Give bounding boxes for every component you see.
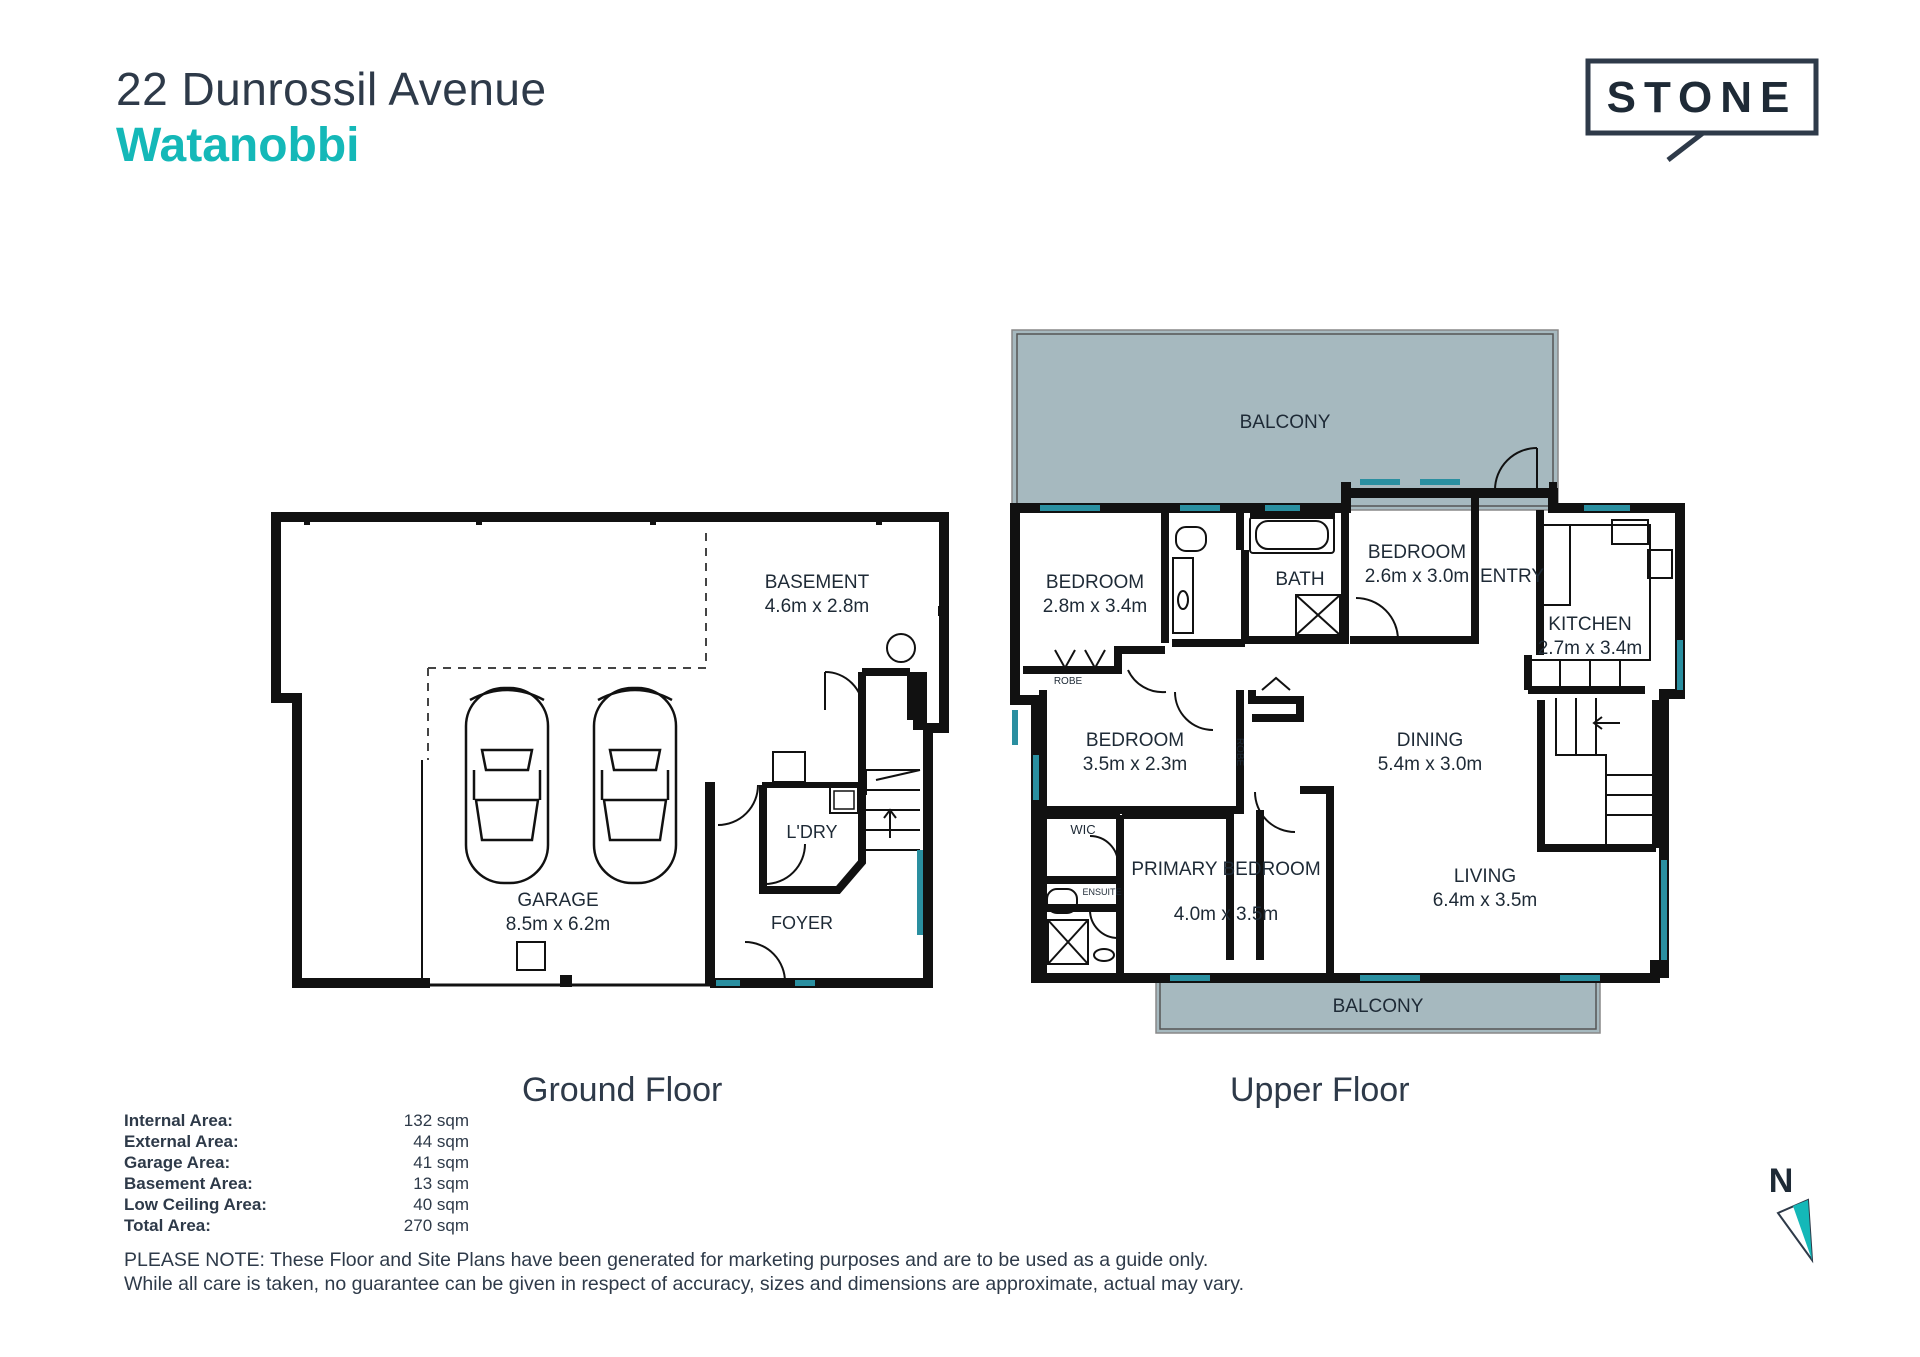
room-label-laundry: L'DRY <box>786 822 837 842</box>
room-size-bedroom-1: 2.8m x 3.4m <box>1043 596 1148 617</box>
room-size-dining: 5.4m x 3.0m <box>1378 754 1483 775</box>
upper-floor-title: Upper Floor <box>1230 1071 1410 1109</box>
room-label-entry: ENTRY <box>1480 566 1544 587</box>
car-icon-2 <box>592 686 678 885</box>
room-size-living: 6.4m x 3.5m <box>1433 890 1538 911</box>
upper-floor-plan: BALCONY BEDROOM 2.8m x 3.4m BATH BEDROOM… <box>1010 329 1685 1034</box>
area-label: Internal Area: <box>124 1111 233 1130</box>
room-label-bedroom-2: BEDROOM <box>1368 542 1466 563</box>
room-label-living: LIVING <box>1454 866 1516 887</box>
room-label-kitchen: KITCHEN <box>1548 614 1631 635</box>
stone-logo: STONE <box>1585 58 1819 162</box>
room-label-balcony-top: BALCONY <box>1240 412 1331 433</box>
car-icon-1 <box>464 686 550 885</box>
area-value: 132 sqm <box>403 1111 469 1130</box>
room-label-bedroom-3: BEDROOM <box>1086 730 1184 751</box>
room-label-foyer: FOYER <box>771 913 833 933</box>
property-suburb: Watanobbi <box>116 119 360 172</box>
north-compass: N <box>1769 1162 1814 1264</box>
balcony-bottom <box>1155 977 1601 1034</box>
disclaimer-line-2: While all care is taken, no guarantee ca… <box>124 1273 1245 1295</box>
room-label-basement: BASEMENT <box>765 572 870 593</box>
ground-floor-plan: BASEMENT 4.6m x 2.8m GARAGE 8.5m x 6.2m … <box>271 512 949 988</box>
room-label-primary-bedroom: PRIMARY BEDROOM <box>1131 859 1320 880</box>
room-label-bath: BATH <box>1275 569 1324 590</box>
room-label-dining: DINING <box>1397 730 1464 751</box>
room-size-bedroom-3: 3.5m x 2.3m <box>1083 754 1188 775</box>
room-size-bedroom-2: 2.6m x 3.0m <box>1365 566 1470 587</box>
area-label: Garage Area: <box>124 1153 231 1172</box>
disclaimer-line-1: PLEASE NOTE: These Floor and Site Plans … <box>124 1249 1209 1271</box>
ground-floor-title: Ground Floor <box>522 1071 723 1109</box>
property-address: 22 Dunrossil Avenue <box>116 63 547 115</box>
room-size-kitchen: 2.7m x 3.4m <box>1538 638 1643 659</box>
area-label: Low Ceiling Area: <box>124 1195 267 1214</box>
room-label-garage: GARAGE <box>517 890 598 911</box>
label-robe-1: ROBE <box>1054 676 1083 687</box>
label-wic: WIC <box>1070 822 1095 837</box>
area-value: 44 sqm <box>413 1132 469 1151</box>
label-robe-2: ROBE <box>1234 738 1245 767</box>
logo-text: STONE <box>1607 73 1798 122</box>
room-size-primary-bedroom: 4.0m x 3.5m <box>1174 904 1279 925</box>
area-label: Total Area: <box>124 1216 211 1235</box>
area-value: 40 sqm <box>413 1195 469 1214</box>
room-size-garage: 8.5m x 6.2m <box>506 914 611 935</box>
room-label-bedroom-1: BEDROOM <box>1046 572 1144 593</box>
disclaimer-note: PLEASE NOTE: These Floor and Site Plans … <box>124 1248 1244 1296</box>
balcony-top <box>1011 329 1559 511</box>
room-label-balcony-bottom: BALCONY <box>1333 996 1424 1017</box>
area-label: Basement Area: <box>124 1174 253 1193</box>
area-value: 13 sqm <box>413 1174 469 1193</box>
label-ensuite: ENSUITE <box>1082 887 1121 897</box>
area-value: 41 sqm <box>413 1153 469 1172</box>
area-value: 270 sqm <box>403 1216 469 1235</box>
room-size-basement: 4.6m x 2.8m <box>765 596 870 617</box>
compass-label: N <box>1769 1162 1794 1200</box>
area-label: External Area: <box>124 1132 239 1151</box>
